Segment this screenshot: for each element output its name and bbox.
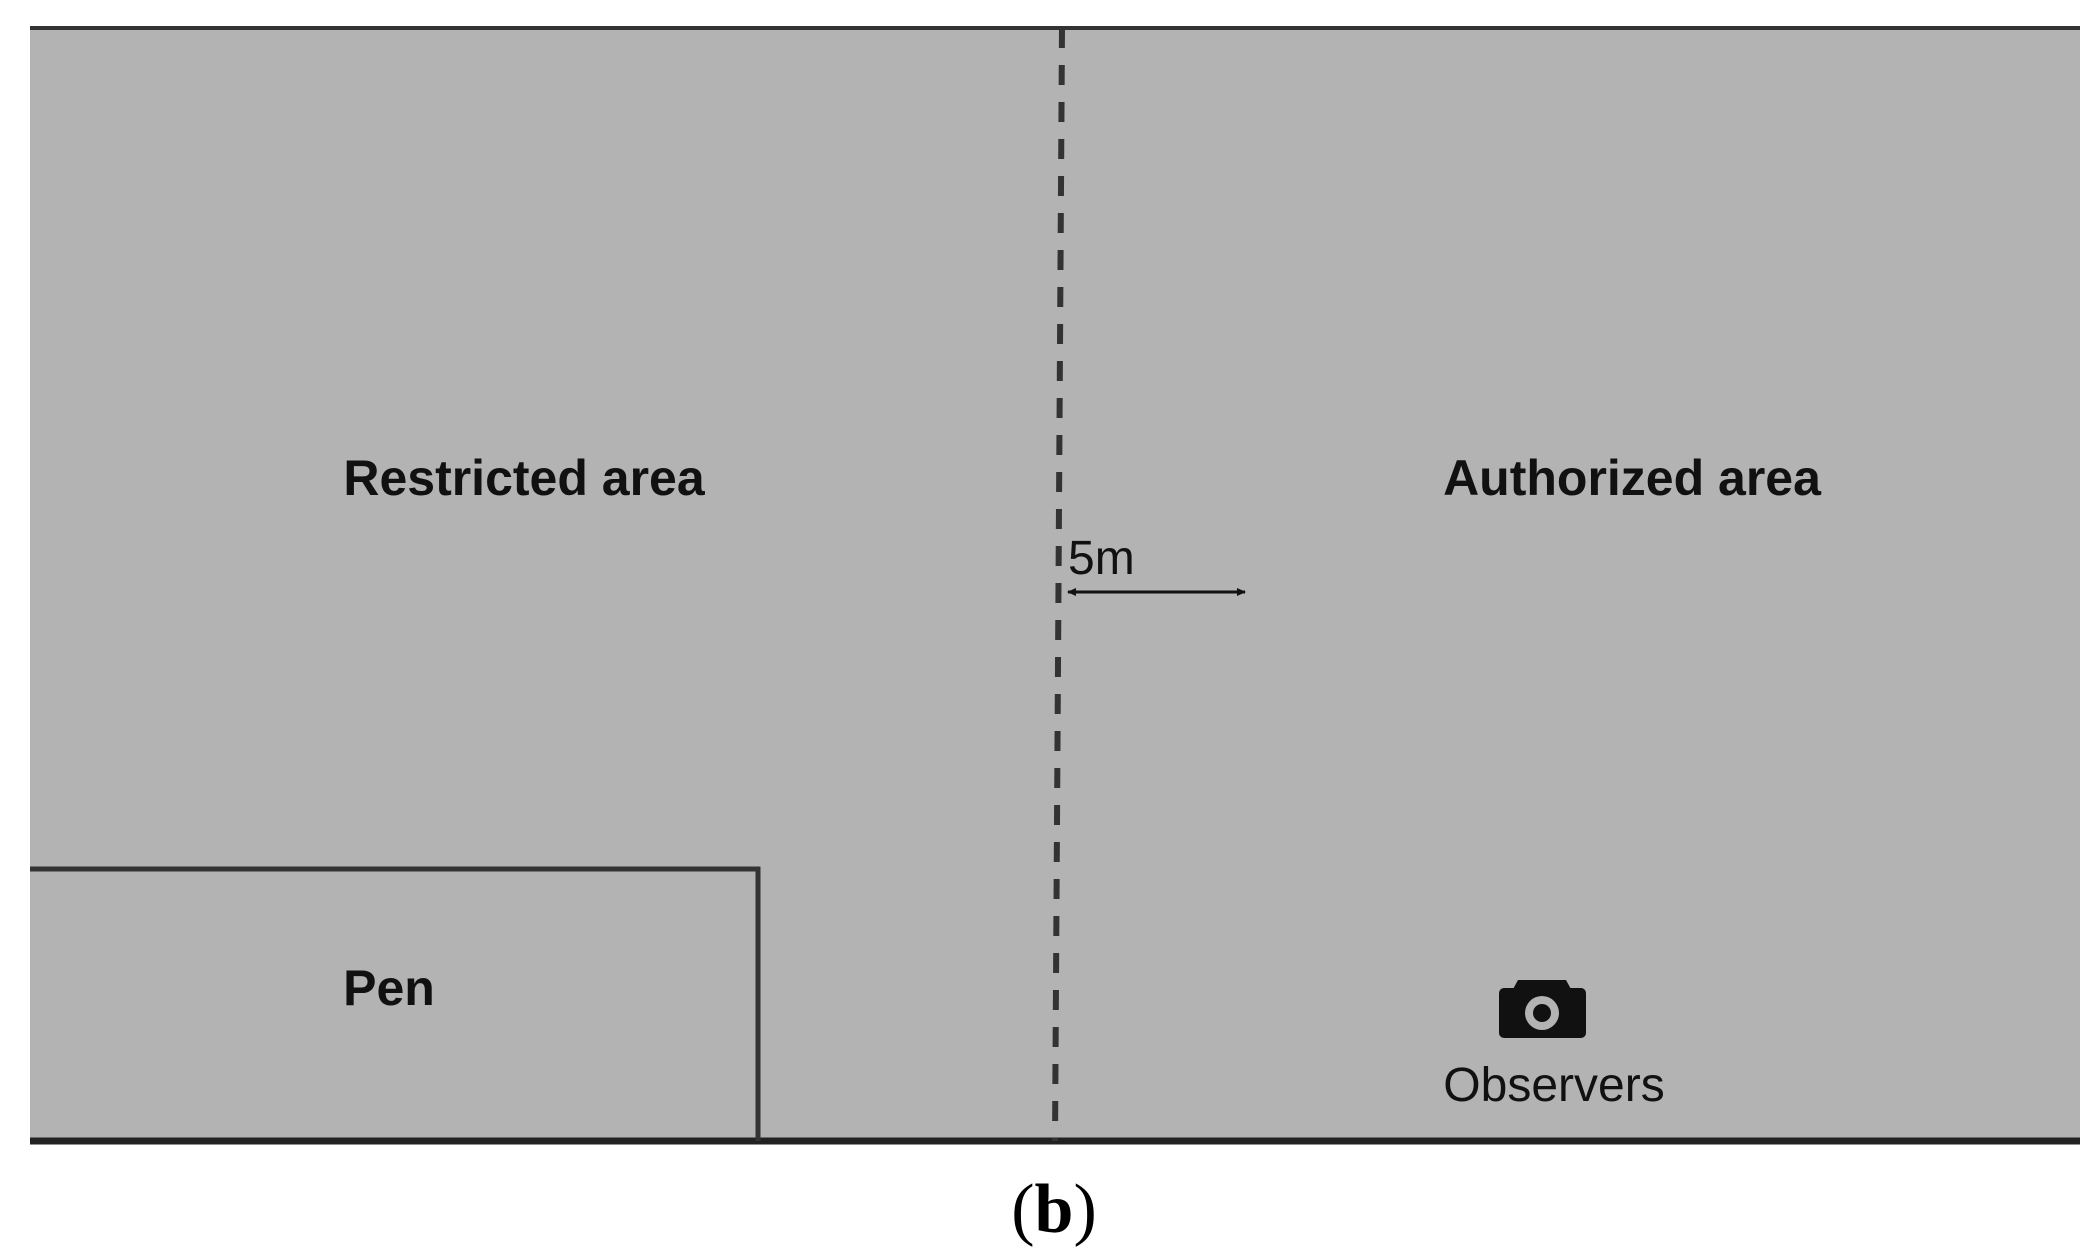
field-area	[30, 28, 2080, 1140]
observers-label: Observers	[1443, 1059, 1664, 1112]
authorized-area-label: Authorized area	[1443, 450, 1822, 506]
boundary-dashed-line	[1052, 27, 1065, 1142]
restricted-area-label: Restricted area	[343, 450, 705, 506]
caption-close-paren: )	[1073, 1171, 1096, 1248]
figure-caption: (b)	[1011, 1171, 1097, 1248]
pen-label: Pen	[343, 960, 435, 1016]
caption-open-paren: (	[1011, 1171, 1034, 1248]
pen-enclosure	[30, 866, 761, 1141]
distance-label: 5m	[1068, 532, 1135, 585]
caption-letter: b	[1035, 1171, 1074, 1248]
camera-icon	[1499, 980, 1586, 1038]
